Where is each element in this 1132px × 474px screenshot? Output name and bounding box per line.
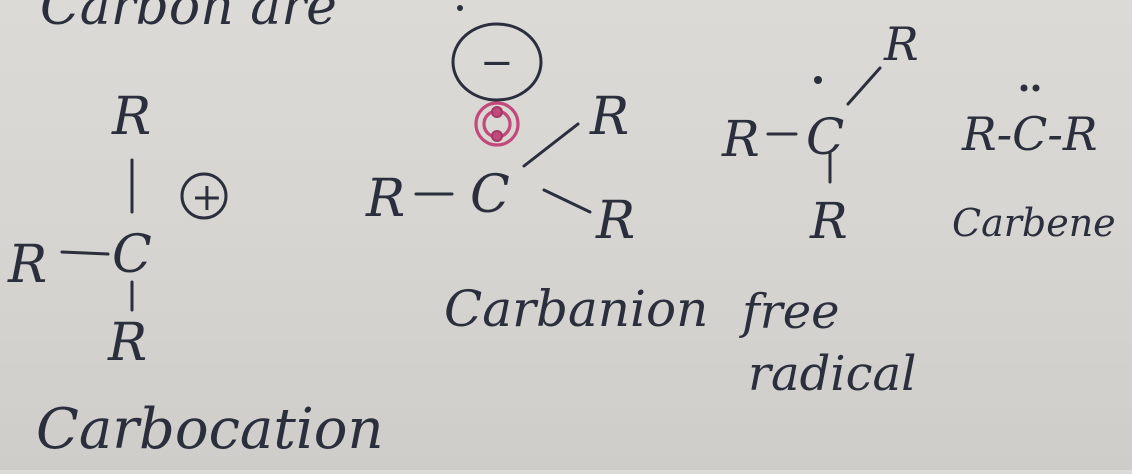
minus-charge-circle	[451, 22, 543, 102]
carbene-structure: R-C-R Carbene	[952, 84, 1116, 245]
carbocation-structure: R R C R + Carbocation	[7, 87, 384, 462]
carbanion-structure: − R C R R Carbanion	[365, 22, 708, 338]
radical-label-line1: free	[739, 284, 840, 340]
carbanion-center-c: C	[470, 165, 510, 225]
carbanion-lower-r: R	[595, 191, 635, 251]
carbocation-top-r: R	[111, 87, 151, 147]
radical-label-line2: radical	[748, 346, 917, 402]
carbocation-bottom-r: R	[107, 313, 147, 373]
carbanion-upper-r: R	[589, 87, 629, 147]
plus-charge-sign: +	[191, 175, 223, 219]
lone-pair-dot-bottom	[491, 130, 503, 142]
free-radical-structure: R C R R free radical	[721, 17, 919, 402]
lone-pair-scribble-outer	[474, 101, 520, 147]
heading-fragment: Carbon are	[40, 0, 337, 37]
carbanion-left-r: R	[365, 169, 405, 229]
carbocation-left-r: R	[7, 235, 47, 295]
carbene-label: Carbene	[952, 201, 1116, 245]
lone-pair-dot-top	[491, 106, 503, 118]
carbene-lone-pair-dot-right	[1032, 84, 1040, 92]
radical-electron-dot	[814, 76, 822, 84]
carbene-formula: R-C-R	[961, 107, 1098, 161]
radical-upper-bond	[846, 66, 882, 106]
radical-left-r: R	[721, 110, 760, 168]
carbene-lone-pair-dot-left	[1020, 84, 1028, 92]
radical-center-c: C	[806, 108, 844, 166]
radical-upper-r: R	[883, 17, 919, 71]
heading-comma	[457, 5, 463, 11]
minus-charge-sign: −	[480, 40, 514, 86]
carbocation-left-bond	[60, 250, 110, 256]
plus-charge-circle	[180, 172, 228, 220]
carbocation-label: Carbocation	[36, 397, 384, 462]
carbanion-upper-bond	[522, 122, 580, 168]
carbocation-center-c: C	[112, 225, 152, 285]
carbanion-lower-bond	[542, 188, 592, 214]
carbanion-label: Carbanion	[444, 280, 708, 338]
radical-bottom-r: R	[809, 192, 848, 250]
